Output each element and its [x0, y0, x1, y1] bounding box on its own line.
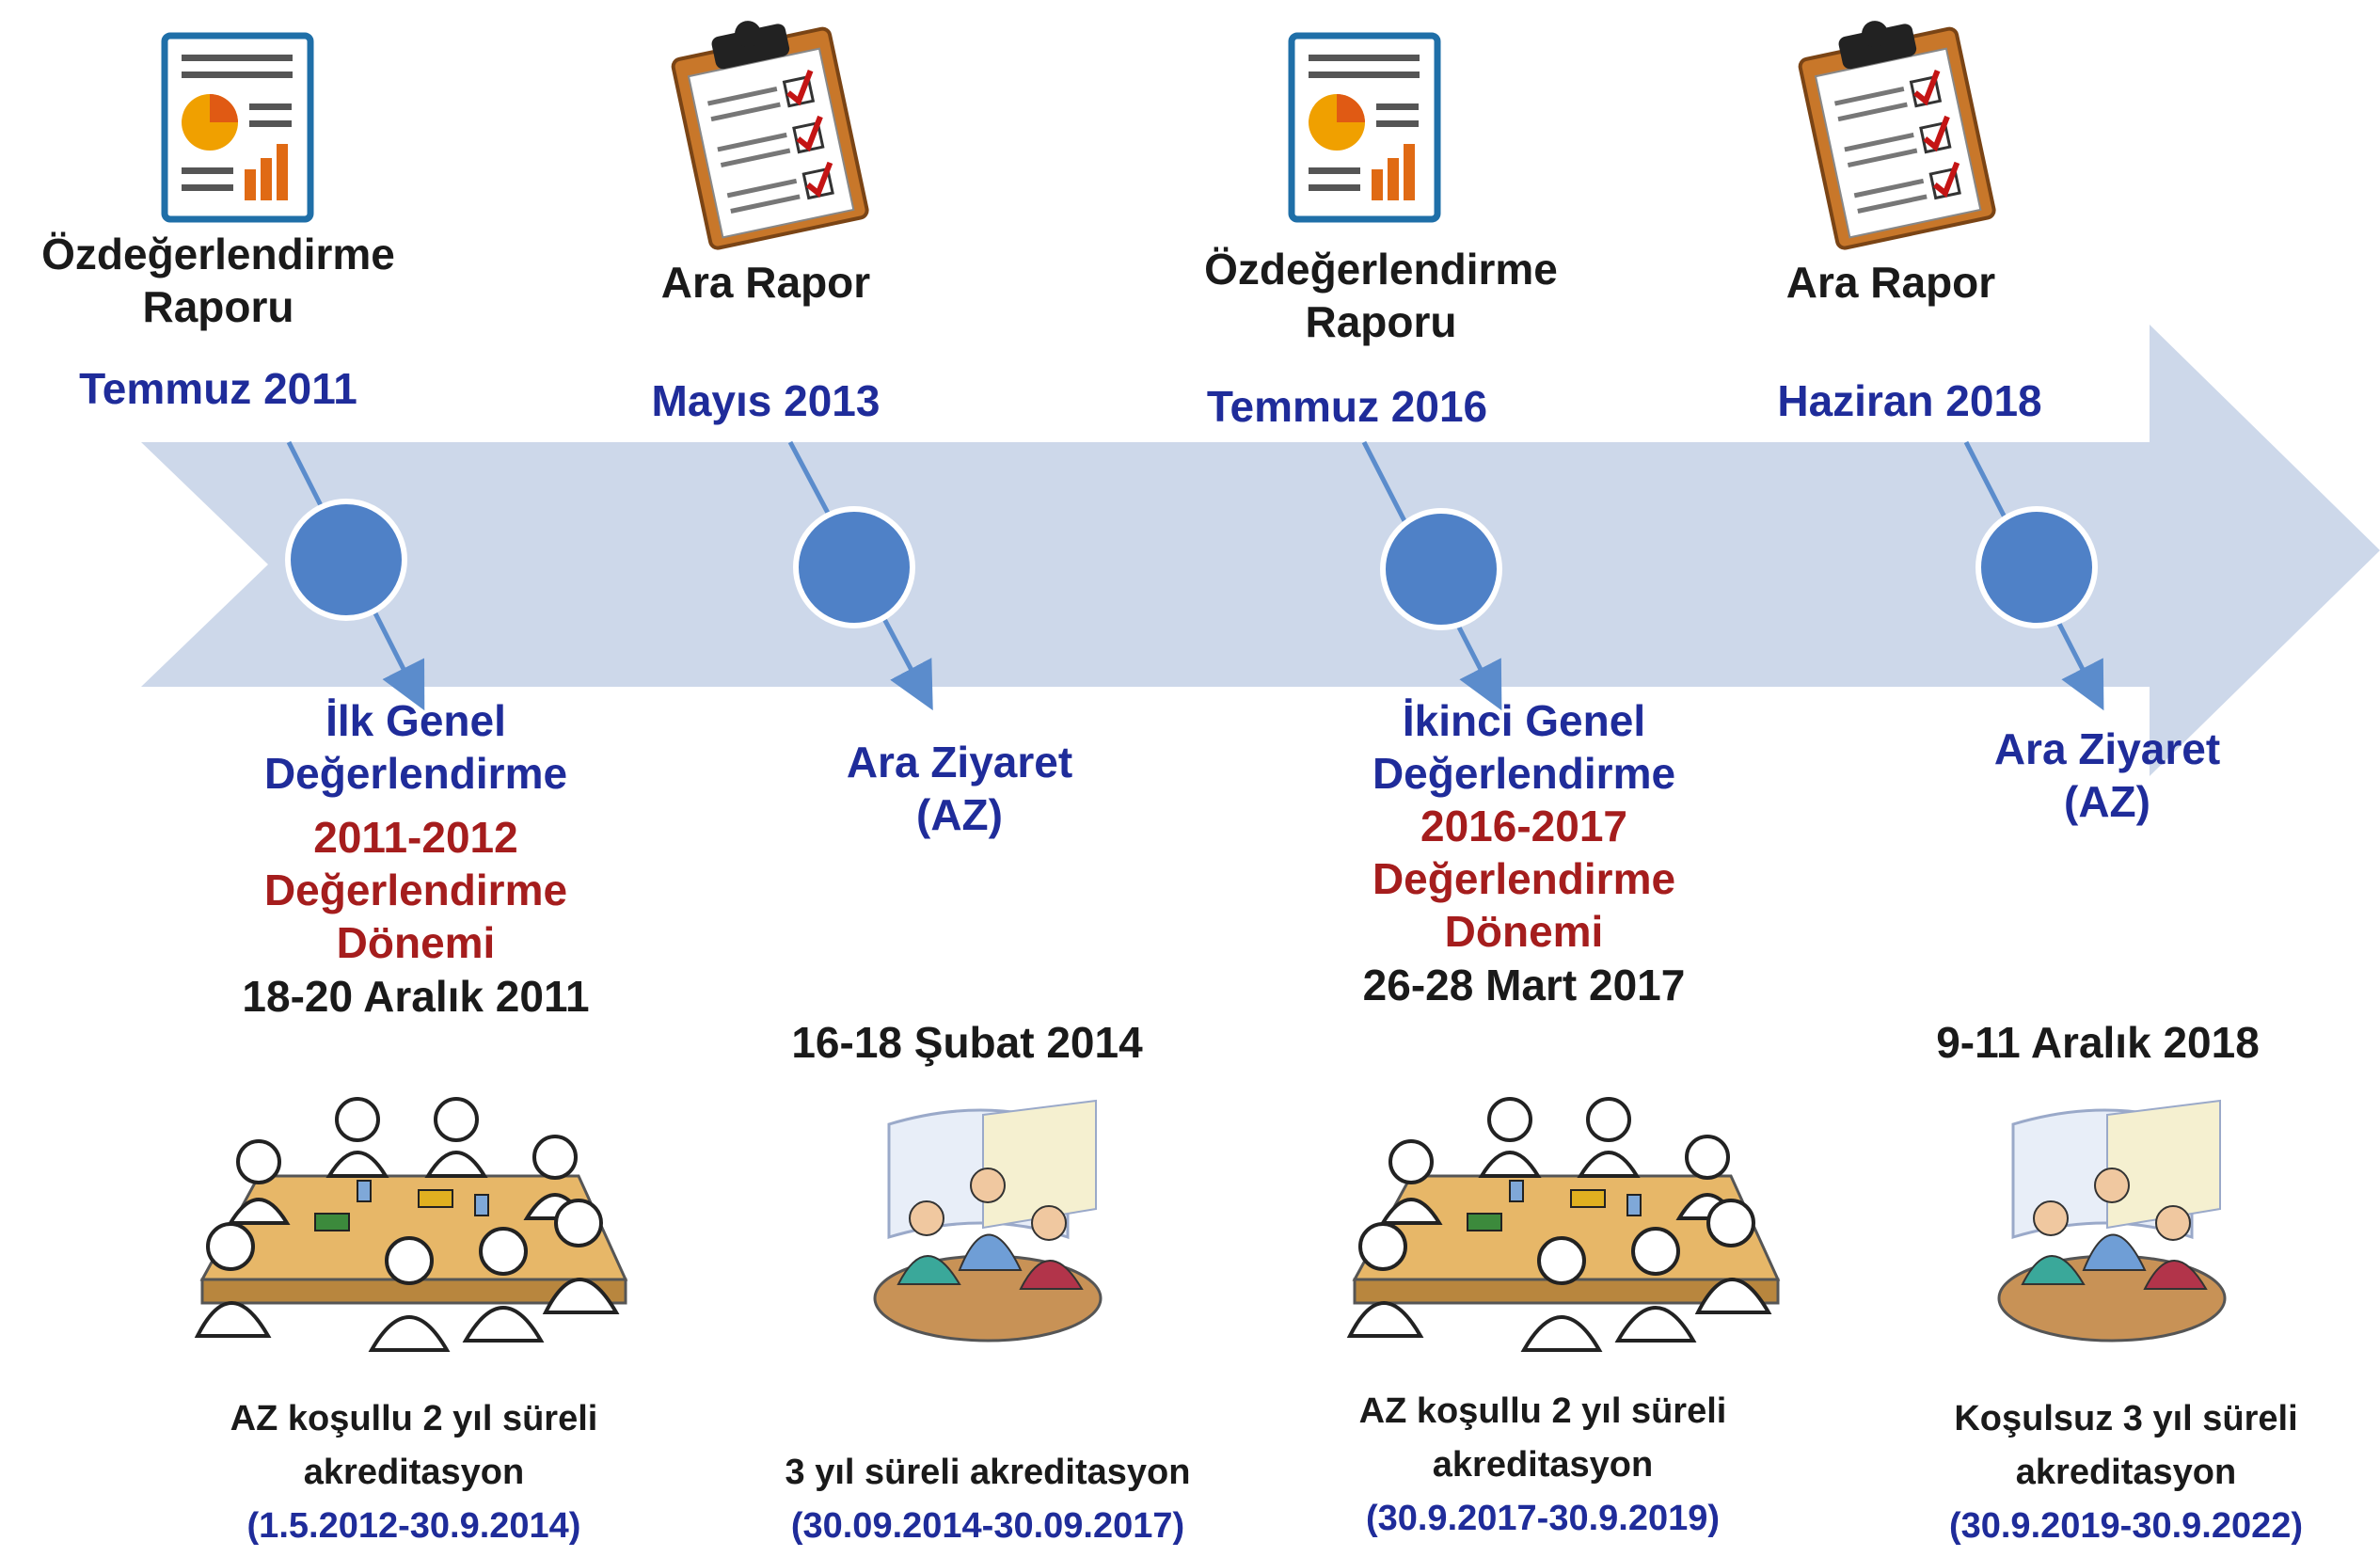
period-line: 2011-2012	[313, 813, 518, 863]
evaluation-line: İkinci Genel	[1402, 696, 1646, 745]
evaluation-line: Ara Ziyaret	[1993, 724, 2221, 773]
event-title-line: Özdeğerlendirme	[1204, 245, 1558, 294]
result-period: (30.09.2014-30.09.2017)	[790, 1506, 1185, 1546]
small-meeting-icon	[873, 1099, 1103, 1343]
timeline-node-1	[285, 499, 407, 621]
period-line: 2016-2017	[1420, 802, 1627, 851]
evaluation-block: Ara Ziyaret (AZ)	[753, 736, 1166, 841]
event-date: Temmuz 2016	[1206, 382, 1488, 431]
event-title: Ara Rapor	[1785, 258, 1996, 307]
event-title: Ara Rapor	[660, 258, 871, 307]
result-line: AZ koşullu 2 yıl süreli	[230, 1399, 598, 1438]
event-title: Özdeğerlendirme Raporu	[11, 228, 425, 333]
evaluation-line: Değerlendirme	[1372, 749, 1676, 799]
result-line: Koşulsuz 3 yıl süreli	[1954, 1399, 2298, 1438]
evaluation-line: Ara Ziyaret	[846, 738, 1073, 786]
event-title-line: Raporu	[142, 282, 294, 332]
timeline-node-4	[1975, 506, 2098, 628]
accreditation-result: AZ koşullu 2 yıl süreli akreditasyon (1.…	[169, 1392, 658, 1553]
visit-date: 18-20 Aralık 2011	[242, 971, 590, 1021]
evaluation-line: İlk Genel	[325, 696, 506, 745]
evaluation-line: (AZ)	[2064, 777, 2150, 827]
result-line: AZ koşullu 2 yıl süreli	[1358, 1391, 1727, 1431]
visit-date: 9-11 Aralık 2018	[1936, 1018, 2260, 1067]
visit-date: 26-28 Mart 2017	[1362, 960, 1686, 1009]
evaluation-block: Ara Ziyaret (AZ)	[1900, 723, 2314, 828]
meeting-table-icon	[194, 1097, 628, 1352]
clipboard-icon	[671, 21, 869, 250]
meeting-table-icon	[1346, 1097, 1781, 1352]
evaluation-block: İlk Genel Değerlendirme 2011-2012 Değerl…	[209, 694, 623, 1023]
event-date: Haziran 2018	[1777, 376, 2042, 425]
timeline-node-2	[793, 506, 915, 628]
result-period: (30.9.2017-30.9.2019)	[1365, 1499, 1721, 1538]
period-line: Değerlendirme	[1372, 854, 1676, 904]
event-date: Temmuz 2011	[79, 364, 357, 413]
accreditation-result: Koşulsuz 3 yıl süreli akreditasyon (30.9…	[1881, 1392, 2371, 1553]
result-line: 3 yıl süreli akreditasyon	[785, 1453, 1191, 1492]
report-icon	[161, 32, 314, 223]
report-icon	[1288, 32, 1441, 223]
period-line: Dönemi	[1444, 907, 1604, 957]
period-line: Dönemi	[336, 918, 496, 968]
period-line: Değerlendirme	[263, 866, 568, 915]
small-meeting-icon	[1997, 1099, 2227, 1343]
event-title: Özdeğerlendirme Raporu	[1174, 243, 1588, 348]
event-date: Mayıs 2013	[651, 376, 881, 425]
visit-date: 16-18 Şubat 2014	[791, 1018, 1143, 1067]
evaluation-line: Değerlendirme	[263, 749, 568, 799]
event-title-line: Özdeğerlendirme	[41, 230, 395, 278]
evaluation-line: (AZ)	[916, 790, 1003, 840]
clipboard-icon	[1798, 21, 1996, 250]
evaluation-block: İkinci Genel Değerlendirme 2016-2017 Değ…	[1317, 694, 1731, 1011]
result-line: akreditasyon	[2015, 1453, 2237, 1492]
result-line: akreditasyon	[303, 1453, 525, 1492]
event-title-line: Raporu	[1305, 297, 1457, 347]
timeline-node-3	[1380, 508, 1502, 630]
result-line: akreditasyon	[1432, 1445, 1654, 1485]
result-period: (1.5.2012-30.9.2014)	[246, 1506, 581, 1546]
result-period: (30.9.2019-30.9.2022)	[1948, 1506, 2304, 1546]
timeline-arrow	[141, 325, 2380, 776]
accreditation-result: 3 yıl süreli akreditasyon (30.09.2014-30…	[734, 1446, 1242, 1553]
accreditation-result: AZ koşullu 2 yıl süreli akreditasyon (30…	[1298, 1385, 1787, 1546]
